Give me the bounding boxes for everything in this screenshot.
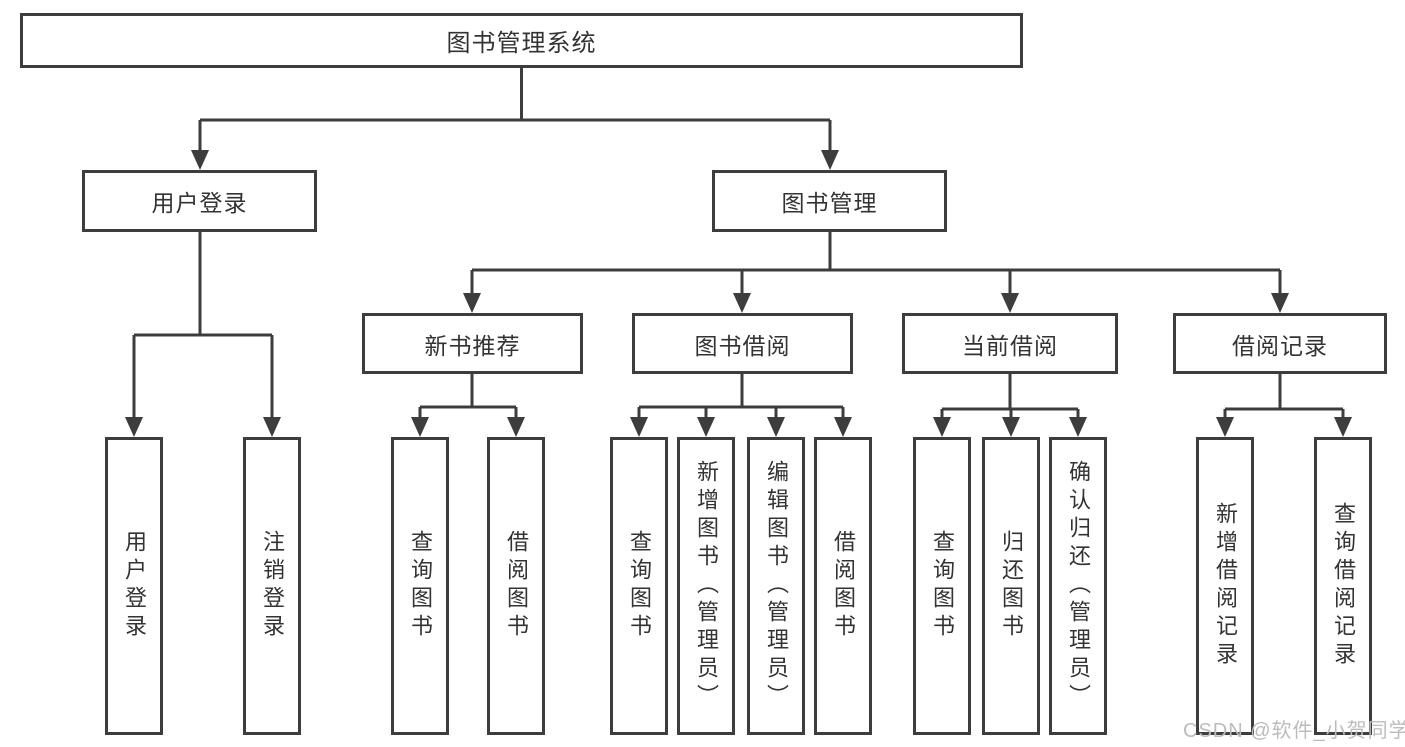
node-user-login-label: 用户登录: [151, 190, 248, 216]
node-borrowing-records-label: 借阅记录: [1232, 332, 1328, 359]
connector-userlogin-to-leaves: [125, 232, 281, 437]
leaf-confirm-return-admin-label: 确认归还（管理员）: [1066, 460, 1091, 712]
leaf-borrow-books-2: 借阅图书: [814, 437, 872, 735]
leaf-query-books-2-label: 查询图书: [627, 530, 652, 642]
node-book-borrowing-label: 图书借阅: [694, 332, 791, 359]
node-book-management: 图书管理: [712, 170, 947, 232]
leaf-borrow-books-1: 借阅图书: [487, 437, 545, 735]
node-current-borrowing: 当前借阅: [902, 313, 1118, 374]
node-root-label: 图书管理系统: [446, 30, 597, 57]
connector-currentborrow-to-leaves: [933, 374, 1087, 437]
leaf-logout-label: 注销登录: [260, 530, 285, 642]
leaf-add-borrow-record: 新增借阅记录: [1196, 437, 1254, 735]
node-current-borrowing-label: 当前借阅: [962, 332, 1058, 359]
leaf-query-books-1: 查询图书: [391, 437, 449, 735]
leaf-add-books-admin-label: 新增图书（管理员）: [694, 460, 719, 712]
leaf-edit-books-admin: 编辑图书（管理员）: [747, 437, 805, 735]
node-user-login: 用户登录: [82, 170, 317, 232]
leaf-user-login: 用户登录: [105, 437, 163, 735]
leaf-query-borrow-record-label: 查询借阅记录: [1331, 502, 1356, 670]
leaf-borrow-books-2-label: 借阅图书: [831, 530, 856, 642]
leaf-return-books: 归还图书: [982, 437, 1040, 735]
node-borrowing-records: 借阅记录: [1173, 313, 1387, 374]
leaf-user-login-label: 用户登录: [122, 530, 147, 642]
leaf-confirm-return-admin: 确认归还（管理员）: [1049, 437, 1107, 735]
connector-newbooks-to-leaves: [411, 374, 525, 437]
node-root-system: 图书管理系统: [20, 13, 1023, 68]
csdn-watermark: CSDN @软件_小贺同学: [1183, 720, 1405, 742]
connector-borrowrecords-to-leaves: [1216, 374, 1352, 437]
leaf-add-borrow-record-label: 新增借阅记录: [1213, 502, 1238, 670]
connector-root-to-level2: [191, 68, 839, 170]
leaf-edit-books-admin-label: 编辑图书（管理员）: [764, 460, 789, 712]
node-book-borrowing: 图书借阅: [632, 313, 853, 374]
node-new-book-recommend: 新书推荐: [362, 313, 583, 374]
leaf-query-books-3: 查询图书: [913, 437, 971, 735]
node-book-management-label: 图书管理: [781, 190, 878, 216]
leaf-query-books-1-label: 查询图书: [408, 530, 433, 642]
leaf-borrow-books-1-label: 借阅图书: [504, 530, 529, 642]
leaf-logout: 注销登录: [243, 437, 301, 735]
connector-bookmgmt-to-level3: [463, 232, 1289, 313]
leaf-return-books-label: 归还图书: [999, 530, 1024, 642]
leaf-add-books-admin: 新增图书（管理员）: [677, 437, 735, 735]
leaf-query-borrow-record: 查询借阅记录: [1314, 437, 1372, 735]
leaf-query-books-2: 查询图书: [610, 437, 668, 735]
leaf-query-books-3-label: 查询图书: [930, 530, 955, 642]
node-new-book-recommend-label: 新书推荐: [424, 332, 521, 359]
connector-bookborrow-to-leaves: [630, 374, 852, 437]
